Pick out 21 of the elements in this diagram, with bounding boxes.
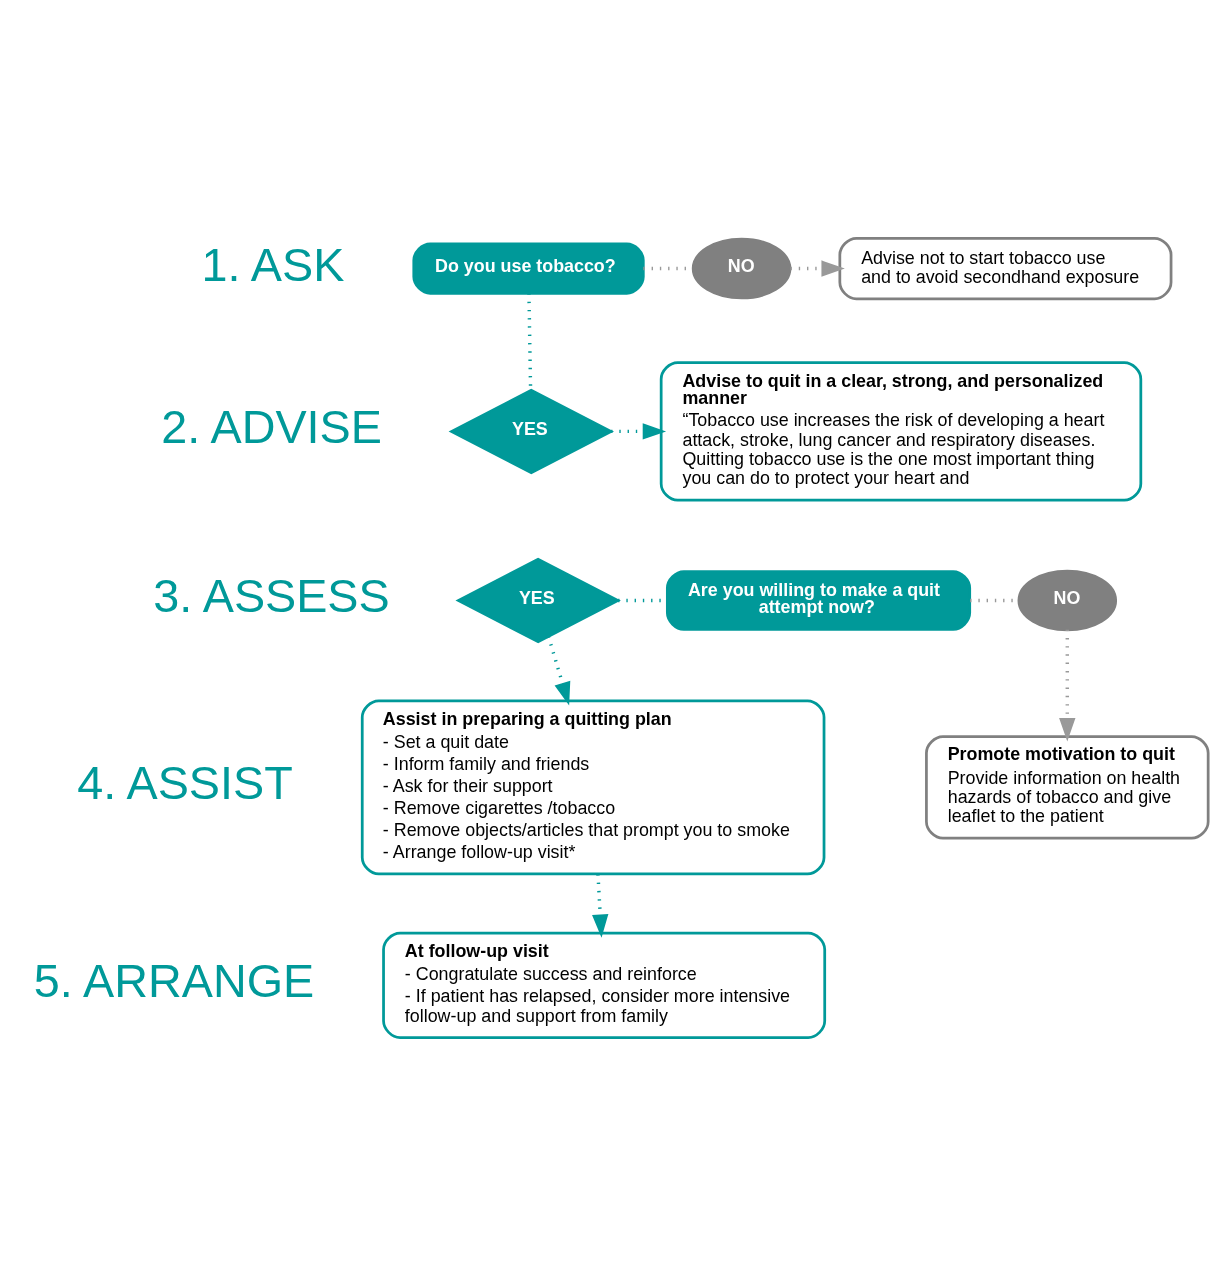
label: 5. ARRANGE xyxy=(33,954,315,1007)
node-box: Do you use tobacco? xyxy=(412,241,645,295)
node-box: Are you willing to make a quit attempt now? xyxy=(665,569,972,631)
node-ellipse: NO xyxy=(691,237,792,299)
node-diamond: YES xyxy=(448,388,614,474)
node-box: Advise to quit in a clear, strong, and personalized manner “Tobacco use increases the risk of developing a heart attack, stroke, lung cancer and respiratory diseases. Quitting tobacco use is the one most important thing you can do to protect your heart and xyxy=(659,360,1143,501)
arrow xyxy=(790,259,845,277)
arrow xyxy=(592,873,609,938)
node-box: Promote motivation to quit Provide information on health hazards of tobacco and give leaflet to the patient xyxy=(925,734,1210,840)
node-box: Assist in preparing a quitting plan - Set a quit date - Inform family and friends - Ask for their support - Remove cigarettes /tobacco - Remove objects/articles that prompt you to smoke - Arrange follow-up visit* xyxy=(360,698,826,875)
node-box: At follow-up visit - Congratulate success and reinforce - If patient has relapsed, consider more intensive follow-up and support from family xyxy=(382,931,827,1039)
label: 3. ASSESS xyxy=(153,569,390,622)
label: 1. ASK xyxy=(201,238,345,290)
label: 4. ASSIST xyxy=(77,756,293,809)
arrow xyxy=(546,635,571,706)
label: 2. ADVISE xyxy=(161,400,382,453)
node-box: Advise not to start tobacco use and to avoid secondhand exposure xyxy=(838,236,1173,300)
arrow xyxy=(611,422,667,440)
arrow xyxy=(1059,629,1076,741)
node-diamond: YES xyxy=(455,557,621,643)
node-ellipse: NO xyxy=(1017,569,1118,631)
